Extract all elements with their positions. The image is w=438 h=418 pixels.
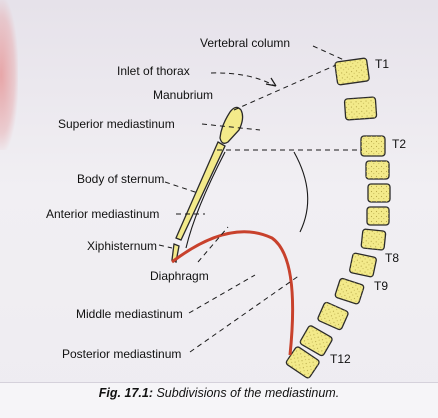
vertebra-t7: [360, 228, 387, 251]
pericardium-outline: [293, 151, 309, 233]
label-manubrium: Manubrium: [153, 88, 213, 102]
label-anterior-mediastinum: Anterior mediastinum: [46, 207, 159, 221]
label-t1: T1: [375, 57, 389, 71]
label-t12: T12: [330, 352, 351, 366]
heart-outline: [185, 151, 226, 249]
vertebra-t9: [334, 277, 365, 305]
leader-xiphisternum: [158, 244, 173, 249]
vertebra-t6: [366, 206, 390, 226]
label-xiphisternum: Xiphisternum: [87, 239, 157, 253]
leader-body-of-sternum: [164, 181, 199, 194]
label-posterior-mediastinum: Posterior mediastinum: [62, 347, 181, 361]
label-t9: T9: [374, 279, 388, 293]
leader-inlet-of-thorax: [210, 72, 276, 87]
vertebra-t12: [285, 346, 320, 379]
leader-superior-mediastinum: [201, 123, 261, 131]
label-diaphragm: Diaphragm: [150, 269, 209, 283]
label-vertebral-column: Vertebral column: [200, 36, 290, 50]
sternum: [171, 106, 244, 263]
label-t2: T2: [392, 137, 406, 151]
leader-middle-mediastinum: [188, 274, 256, 314]
manubrium-shape: [219, 106, 244, 144]
leader-lines: [158, 45, 362, 353]
label-t8: T8: [385, 251, 399, 265]
body-of-sternum-shape: [175, 141, 226, 241]
label-middle-mediastinum: Middle mediastinum: [76, 307, 183, 321]
mediastinum-outlines: [185, 151, 309, 249]
inlet-arrow-head: [265, 77, 277, 87]
figure-caption: Fig. 17.1: Subdivisions of the mediastin…: [0, 386, 438, 400]
vertebra-t10: [317, 301, 349, 331]
vertebra-t3: [360, 135, 386, 157]
diaphragm-curve: [171, 230, 295, 356]
leader-diaphragm: [197, 226, 229, 263]
label-inlet-of-thorax: Inlet of thorax: [117, 64, 190, 78]
xiphisternum-shape: [171, 243, 180, 263]
vertebra-t4: [365, 160, 390, 180]
inlet-plane-line: [233, 64, 337, 111]
caption-text: Subdivisions of the mediastinum.: [152, 386, 340, 400]
leader-vertebral-column: [312, 45, 345, 61]
label-body-of-sternum: Body of sternum: [77, 172, 164, 186]
vertebra-t2: [343, 96, 378, 121]
vertebra-t5: [367, 183, 391, 203]
vertebra-t11: [299, 325, 333, 357]
figure-number: Fig. 17.1:: [98, 386, 153, 400]
leader-posterior-mediastinum: [189, 274, 301, 353]
vertebra-t8: [349, 252, 377, 278]
label-superior-mediastinum: Superior mediastinum: [58, 117, 175, 131]
background-blotch: [0, 0, 18, 150]
caption-band: [0, 382, 438, 418]
vertebral-column: [285, 57, 391, 379]
vertebra-t1: [334, 57, 370, 86]
